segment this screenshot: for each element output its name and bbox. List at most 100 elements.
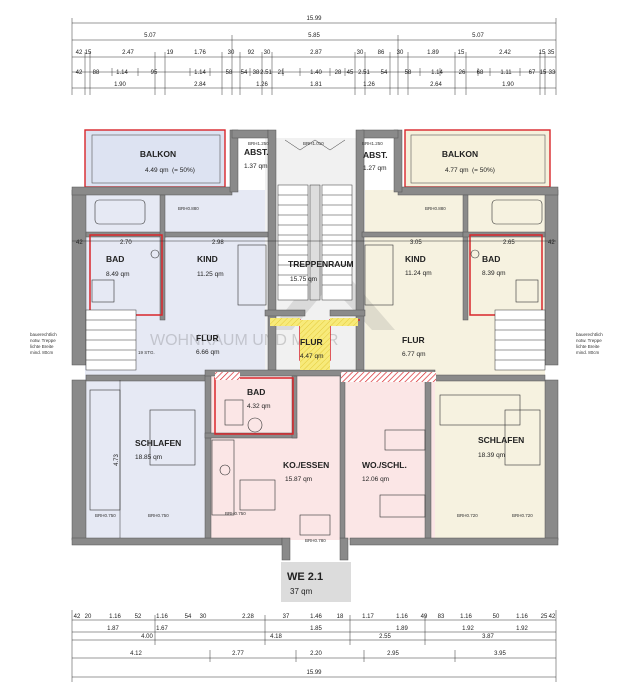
room-ko-essen: KO./ESSEN 15.87 qm [283,460,329,483]
svg-text:(= 50%): (= 50%) [172,167,195,174]
svg-text:KIND: KIND [197,254,218,264]
room-kind-right: KIND 11.24 qm [405,254,432,277]
svg-text:30: 30 [228,50,235,56]
dim-top-row2: 42 15 2.47 19 1.76 30 92 30 2.87 30 86 3… [76,50,555,56]
svg-text:21: 21 [278,70,285,76]
svg-text:58: 58 [226,70,233,76]
svg-text:33: 33 [549,70,556,76]
svg-text:notw. Treppe: notw. Treppe [30,338,56,343]
svg-text:4.18: 4.18 [270,634,282,640]
svg-text:1.40: 1.40 [310,70,322,76]
svg-text:30: 30 [357,50,364,56]
shower-icon [515,279,539,303]
dim-bottom-row4: 4.12 2.77 2.20 2.95 3.95 [130,651,506,657]
svg-text:2.95: 2.95 [387,651,399,657]
svg-text:SCHLAFEN: SCHLAFEN [478,435,524,445]
right-escape-stair [494,309,546,371]
svg-text:BRH0.880: BRH0.880 [425,206,446,211]
svg-text:2.55: 2.55 [379,634,391,640]
stair-step-count: 19 STG. [138,350,155,355]
hatch-yellow-flur [300,320,330,370]
svg-text:TREPPENRAUM: TREPPENRAUM [288,259,354,269]
svg-text:WE 2.1: WE 2.1 [287,571,323,583]
dim-top-total: 15.99 [306,16,322,22]
sink-icon [224,399,244,426]
svg-text:1.14: 1.14 [431,70,443,76]
svg-text:2.64: 2.64 [430,82,442,88]
svg-text:1.46: 1.46 [310,614,322,620]
svg-text:42: 42 [76,50,83,56]
room-schlafen-right: SCHLAFEN 18.39 qm [478,435,524,459]
svg-text:1.85: 1.85 [310,626,322,632]
bed-icon [149,409,196,466]
svg-text:WOHNRAUM UND MEHR: WOHNRAUM UND MEHR [150,332,338,349]
svg-text:15: 15 [458,50,465,56]
svg-text:15.75 qm: 15.75 qm [290,276,317,283]
svg-text:4.77 qm: 4.77 qm [445,167,469,174]
svg-text:58: 58 [405,70,412,76]
bottom-dimension-chain: 42 20 1.16 52 1.16 54 30 2.28 37 1.46 18… [71,610,557,682]
room-abst-right: ABST. 1.27 qm [363,150,388,172]
svg-text:4.73: 4.73 [114,454,120,466]
bed-icon [237,244,267,306]
svg-text:15.87 qm: 15.87 qm [285,476,312,483]
unit-label: WE 2.1 37 qm [281,562,351,602]
room-flur-center: FLUR 4.47 qm [300,337,324,360]
svg-text:SCHLAFEN: SCHLAFEN [135,438,181,448]
svg-text:1.76: 1.76 [194,50,206,56]
wardrobe-icon [439,394,521,426]
dim-top-row1: 5.07 [144,33,156,39]
svg-text:49: 49 [421,614,428,620]
brh-labels: BRH1.250 BRH1.010 BRH1.250 BRH0.880 BRH0… [95,141,533,543]
svg-text:35: 35 [548,50,555,56]
svg-text:42: 42 [74,614,81,620]
svg-text:1.81: 1.81 [310,82,322,88]
svg-text:lichte Breite: lichte Breite [576,344,600,349]
dim-bottom-row1: 42 20 1.16 52 1.16 54 30 2.28 37 1.46 18… [74,614,556,620]
svg-text:1.11: 1.11 [500,70,512,76]
svg-text:BRH0.880: BRH0.880 [178,206,199,211]
svg-text:68: 68 [477,70,484,76]
svg-text:2.84: 2.84 [194,82,206,88]
svg-text:BALKON: BALKON [140,149,176,159]
bed-icon [364,244,394,306]
svg-text:1.16: 1.16 [516,614,528,620]
svg-text:mind. 80cm: mind. 80cm [30,350,54,355]
svg-text:3.05: 3.05 [410,240,422,246]
left-escape-stair [85,309,137,371]
hatch-red-strip [215,372,240,380]
dim-top-row1: 5.07 [472,33,484,39]
stair-note-right: bauerechtlich notw. Treppe lichte Breite… [576,332,603,355]
room-balkon-right: BALKON 4.77 qm (= 50%) [442,149,495,174]
svg-text:BAD: BAD [247,387,265,397]
svg-text:42: 42 [76,70,83,76]
svg-text:67: 67 [529,70,536,76]
shower-icon [91,279,115,303]
svg-text:38: 38 [253,70,260,76]
svg-text:1.89: 1.89 [427,50,439,56]
svg-text:1.27 qm: 1.27 qm [363,165,387,172]
svg-text:1.92: 1.92 [462,626,474,632]
svg-text:37: 37 [283,614,290,620]
svg-text:18: 18 [337,614,344,620]
room-flur-left: FLUR 6.66 qm [196,333,220,356]
svg-text:11.24 qm: 11.24 qm [405,270,432,277]
sofa-icon [384,429,426,451]
svg-text:BRH0.750: BRH0.750 [148,513,169,518]
svg-text:BAD: BAD [106,254,124,264]
svg-text:3.95: 3.95 [494,651,506,657]
svg-text:BRH0.720: BRH0.720 [457,513,478,518]
svg-text:2.20: 2.20 [310,651,322,657]
svg-text:54: 54 [241,70,248,76]
svg-text:1.89: 1.89 [396,626,408,632]
toilet-icon [150,249,160,259]
svg-text:4.47 qm: 4.47 qm [300,353,324,360]
svg-text:2.77: 2.77 [232,651,244,657]
svg-text:37 qm: 37 qm [290,587,313,596]
room-flur-right: FLUR 6.77 qm [402,335,426,358]
svg-text:86: 86 [378,50,385,56]
svg-text:1.14: 1.14 [116,70,128,76]
svg-text:54: 54 [381,70,388,76]
svg-text:4.49 qm: 4.49 qm [145,167,169,174]
